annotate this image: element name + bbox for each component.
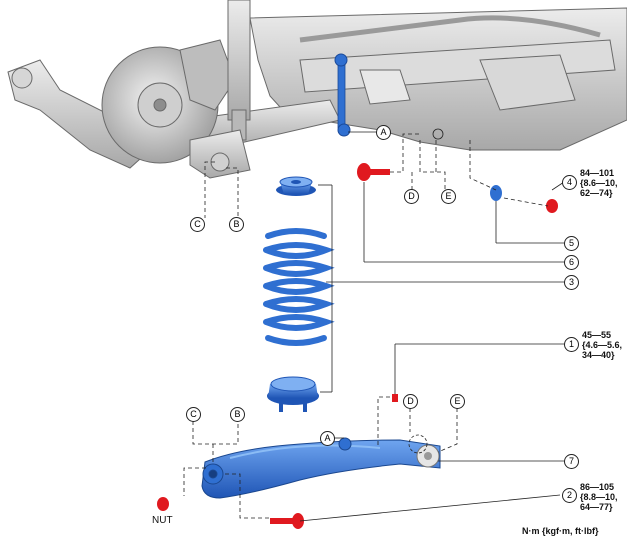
trailing-arm-bushing xyxy=(11,67,33,89)
callout-D-bottom: D xyxy=(403,394,418,409)
callout-1: 1 xyxy=(564,337,579,352)
stabilizer-link xyxy=(334,53,351,137)
callout-B-bottom: B xyxy=(230,407,245,422)
brake-caliper xyxy=(179,39,236,111)
coil-spring xyxy=(263,228,335,346)
callout-C-top: C xyxy=(190,217,205,232)
callout-C-bottom: C xyxy=(186,407,201,422)
callout-4: 4 xyxy=(562,175,577,190)
fasteners xyxy=(157,163,558,529)
callout-7: 7 xyxy=(564,454,579,469)
torque-spec-2: 86—105 {8.8—10, 64—77} xyxy=(580,482,618,512)
callout-3: 3 xyxy=(564,275,579,290)
lower-arm xyxy=(201,437,441,499)
shock-absorber xyxy=(227,0,251,121)
nut-lower xyxy=(157,497,169,511)
callout-E-bottom: E xyxy=(450,394,465,409)
bolt-6 xyxy=(357,163,390,181)
lower-spring-seat xyxy=(267,376,319,412)
callout-A-bottom: A xyxy=(320,431,335,446)
callout-A-top: A xyxy=(376,125,391,140)
torque-spec-1: 45—55 {4.6—5.6, 34—40} xyxy=(582,330,623,360)
callout-B-top: B xyxy=(229,217,244,232)
callout-D-top: D xyxy=(404,189,419,204)
callout-E-top: E xyxy=(441,189,456,204)
nut-1 xyxy=(392,394,398,402)
nut-4 xyxy=(546,199,558,213)
callout-2: 2 xyxy=(562,488,577,503)
rear-subframe-assembly xyxy=(7,0,627,179)
upper-spring-seat xyxy=(276,176,316,196)
torque-unit-label: N·m {kgf·m, ft·lbf} xyxy=(522,526,599,536)
nut-label: NUT xyxy=(152,515,173,526)
leader-lines xyxy=(299,131,565,522)
stabilizer-bar xyxy=(299,15,601,43)
washer-5 xyxy=(490,185,502,201)
callout-5: 5 xyxy=(564,236,579,251)
dashed-guides xyxy=(183,133,549,519)
bolt-2 xyxy=(270,513,304,529)
callout-6: 6 xyxy=(564,255,579,270)
torque-spec-4: 84—101 {8.6—10, 62—74} xyxy=(580,168,618,198)
